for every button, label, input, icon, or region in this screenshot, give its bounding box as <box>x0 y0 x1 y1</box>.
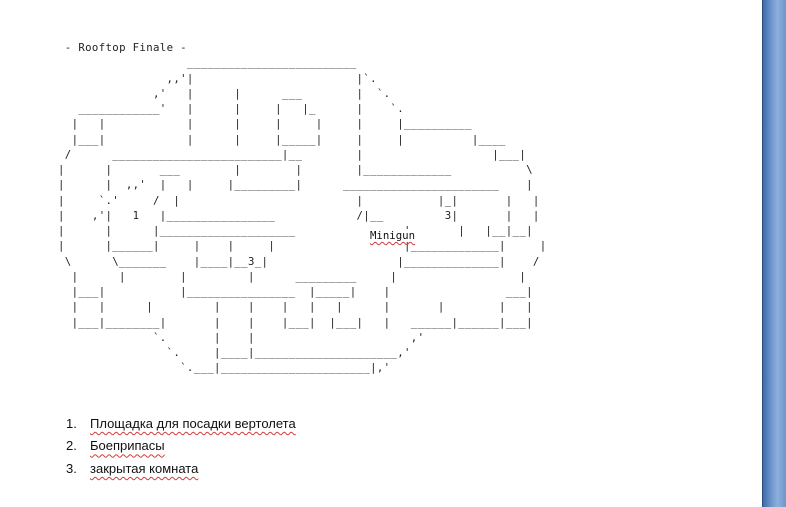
map-line: | | | | _________ | | <box>58 269 527 283</box>
map-line: | | |____________________ | | |__|__| <box>58 224 533 237</box>
map-line: | | ___ | | |_____________ \ <box>58 163 533 176</box>
map-line: | |______| | | | |_____________| | <box>58 239 547 253</box>
ascii-map: - Rooftop Finale - _____________________… <box>58 40 546 376</box>
map-title: - Rooftop Finale - <box>64 41 187 54</box>
legend-item: 3. закрытая комната <box>66 457 296 480</box>
map-line: / _________________________|__ | |___| <box>58 147 527 161</box>
window-scroll-edge[interactable] <box>762 0 786 507</box>
map-line: `. | | ,' <box>58 330 425 344</box>
map-line: |___| |________________ |_____| | ___| <box>58 285 533 298</box>
map-line: | ,'| 1 |________________ /|__ 3| | | <box>58 208 540 222</box>
map-line: ____________' | | | |_ | `. <box>58 102 405 115</box>
map-line: | | | | | | | |__________ <box>58 117 472 131</box>
map-line: |___|________| | | |___| |___| | ______|… <box>58 315 533 329</box>
map-line: ,' | | ___ | `. <box>58 86 391 100</box>
map-line: _________________________ <box>58 56 357 70</box>
legend-text: закрытая комната <box>90 460 199 476</box>
legend-number: 1. <box>66 415 77 431</box>
map-line: `.___|______________________|,' <box>58 361 391 375</box>
legend-number: 2. <box>66 438 77 454</box>
map-line: |___| | | |_____| | | |____ <box>58 132 506 146</box>
weapon-label-minigun: Minigun <box>369 229 417 242</box>
legend-item: 1. Площадка для посадки вертолета <box>66 412 296 435</box>
legend-item: 2. Боеприпасы <box>66 435 296 458</box>
map-line: | | | | | | | | | | | | <box>58 300 533 314</box>
document-page: - Rooftop Finale - _____________________… <box>58 40 547 480</box>
map-line: `. |____|_____________________,' <box>58 346 411 359</box>
legend-number: 3. <box>66 460 77 476</box>
legend-list: 1. Площадка для посадки вертолета 2. Бое… <box>66 412 296 480</box>
map-line: \ \_______ |____|__3_| |______________| … <box>58 254 540 268</box>
map-line: | `.' / | | |_| | | <box>58 193 540 207</box>
legend-text: Площадка для посадки вертолета <box>90 415 296 431</box>
map-line: ,,'| |`. <box>58 71 377 85</box>
map-line: | | ,,' | | |_________| ________________… <box>58 178 533 192</box>
legend-text: Боеприпасы <box>90 438 165 454</box>
